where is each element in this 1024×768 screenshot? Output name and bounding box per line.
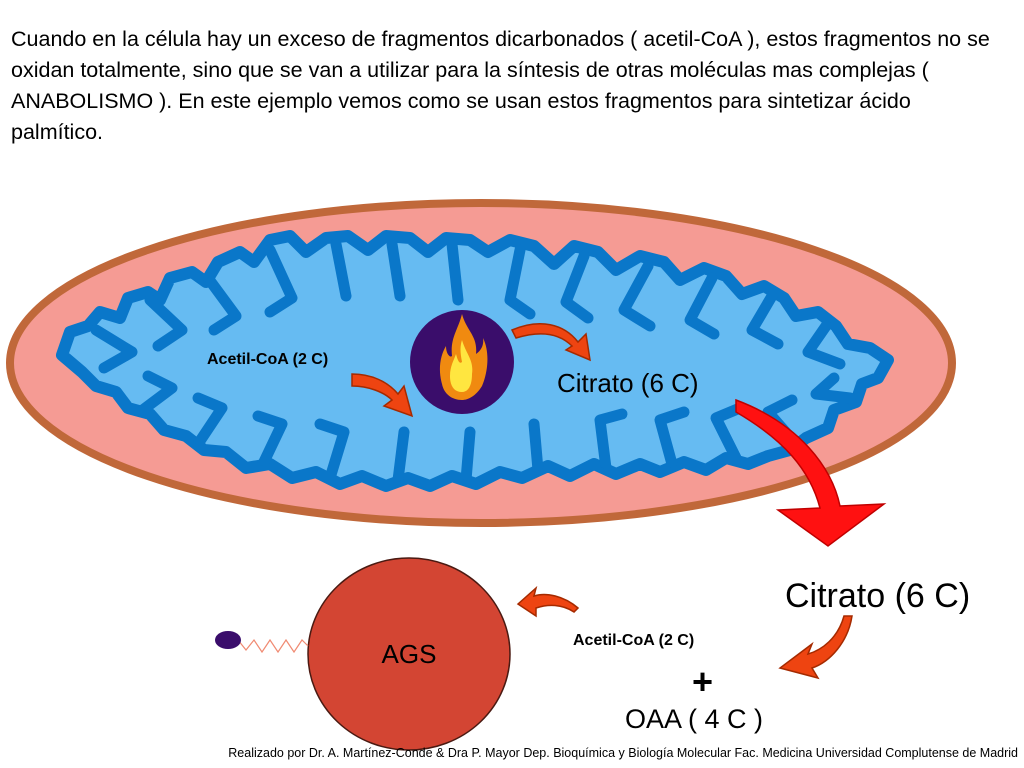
acyl-molecule <box>215 631 241 649</box>
flame-inner-icon <box>450 340 473 392</box>
arrow-acetil-to-krebs <box>351 373 414 418</box>
ags-label: AGS <box>382 639 437 669</box>
krebs-cycle-flame <box>410 310 514 414</box>
credit-footer: Realizado por Dr. A. Martínez-Conde & Dr… <box>228 746 1018 760</box>
ags-enzyme: AGS <box>307 557 511 751</box>
mito-acetil-label: Acetil-CoA (2 C) <box>207 351 328 368</box>
cyto-oaa-label: OAA ( 4 C ) <box>625 704 763 734</box>
intro-paragraph: Cuando en la célula hay un exceso de fra… <box>11 27 990 144</box>
ags-ellipse <box>307 557 511 751</box>
cristae <box>90 238 856 486</box>
arrow-krebs-to-citrato <box>510 323 591 362</box>
fatty-acid-chain <box>237 638 309 654</box>
arrow-citrato-export <box>735 398 887 547</box>
plus-sign: + <box>692 661 713 702</box>
arrow-citrato-to-acetil <box>778 615 853 680</box>
cyto-acetil-label: Acetil-CoA (2 C) <box>573 632 694 649</box>
cyto-citrato-label: Citrato (6 C) <box>785 577 970 615</box>
arrow-acetil-to-ags <box>516 585 580 618</box>
mito-citrato-label: Citrato (6 C) <box>557 368 699 398</box>
mitochondrion: Acetil-CoA (2 C) Citrato (6 C) <box>6 199 956 527</box>
